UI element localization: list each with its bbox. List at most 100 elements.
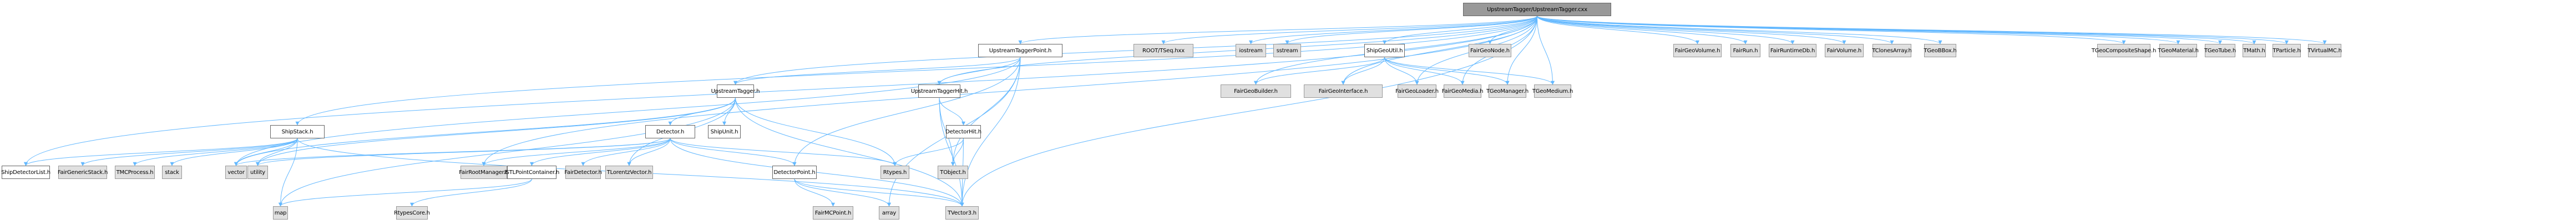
node-tclonesarray-h: TClonesArray.h: [1872, 44, 1912, 57]
node-fairmcpoint-h: FairMCPoint.h: [813, 206, 853, 220]
node-shipstack-h[interactable]: ShipStack.h: [270, 125, 325, 138]
edge-shipStack-to-utility: [256, 138, 298, 166]
edge-root-to-tGeoMaterial: [1537, 16, 2180, 44]
edge-upTagger-to-rtypes: [735, 97, 897, 166]
edge-detector-to-rtypes: [670, 138, 897, 166]
edge-shipStack-to-vector: [234, 138, 298, 166]
node-rtypes-h: Rtypes.h: [880, 166, 909, 179]
edge-detectorPoint-to-fairMCPoint: [794, 178, 835, 207]
node-shipunit-h[interactable]: ShipUnit.h: [708, 125, 741, 138]
edge-root-to-tGeoManager: [1505, 16, 1537, 85]
node-tgeocompositeshape-h: TGeoCompositeShape.h: [2092, 44, 2156, 57]
node-tmath-h: TMath.h: [2243, 44, 2266, 57]
node-fairgeoloader-h: FairGeoLoader.h: [1395, 84, 1439, 98]
node-tgeomedium-h: TGeoMedium.h: [1532, 84, 1573, 98]
edge-shipStack-to-fairGenStack: [80, 138, 298, 166]
edge-detector-to-detectorPoint: [670, 138, 797, 166]
edge-shipGeoUtil-to-fairGeoInterface: [1341, 57, 1385, 85]
node-tgeotube-h: TGeoTube.h: [2204, 44, 2236, 57]
edge-upTaggerHit-to-tVector3: [939, 97, 964, 207]
edge-detector-to-tLorentz: [627, 138, 671, 166]
edge-shipStack-to-tmcProcess: [133, 138, 298, 166]
node-tmcprocess-h: TMCProcess.h: [115, 166, 155, 179]
node-detectorhit-h[interactable]: DetectorHit.h: [945, 125, 981, 138]
edge-upTaggerPoint-to-tVector3: [960, 57, 1021, 207]
edge-root-to-fairVolume: [1537, 16, 1846, 44]
edge-root-to-tVirtualMC: [1537, 16, 2327, 44]
edge-root-to-upTaggerPoint: [1018, 16, 1537, 44]
node-fairrootmanager-h: FairRootManager.h: [459, 166, 509, 179]
node-detector-h[interactable]: Detector.h: [645, 125, 695, 138]
edge-upTagger-to-utility: [256, 97, 736, 166]
edge-upTaggerPoint-to-detectorPoint: [792, 57, 1021, 166]
edge-root-to-fairRuntimeDb: [1537, 16, 1795, 44]
edge-shipGeoUtil-to-fairGeoLoader: [1384, 57, 1419, 85]
node-upstreamtagger-h[interactable]: UpstreamTagger.h: [711, 84, 760, 98]
edge-detectorHit-to-tObject: [951, 138, 964, 166]
node-istlpointcontainer-h[interactable]: ISTLPointContainer.h: [504, 166, 559, 179]
edge-root-to-tGeoComposite: [1537, 16, 2126, 44]
edge-shipGeoUtil-to-tGeoMedium: [1384, 57, 1555, 85]
node-tparticle-h: TParticle.h: [2273, 44, 2301, 57]
node-tgeomaterial-h: TGeoMaterial.h: [2158, 44, 2199, 57]
edge-root-to-fairRun: [1537, 16, 1748, 44]
node-root-tseq-hxx: ROOT/TSeq.hxx: [1133, 44, 1193, 57]
edge-detectorPoint-to-tVector3: [794, 178, 964, 207]
node-fairgeovolume-h: FairGeoVolume.h: [1673, 44, 1722, 57]
edge-shipStack-to-stack: [170, 138, 298, 166]
node-tvirtualmc-h: TVirtualMC.h: [2307, 44, 2342, 57]
node-fairdetector-h: FairDetector.h: [564, 166, 602, 179]
edge-root-to-shipGeoUtil: [1383, 16, 1537, 44]
node-fairgeobuilder-h: FairGeoBuilder.h: [1221, 84, 1291, 98]
edge-root-to-tClonesArray: [1537, 16, 1894, 44]
edge-shipGeoUtil-to-fairGeoMedia: [1384, 57, 1465, 85]
edge-detector-to-utility: [256, 138, 671, 166]
edge-shipStack-to-shipDetList: [24, 138, 298, 166]
edge-detector-to-fairDetector: [581, 138, 671, 166]
node-iostream: iostream: [1236, 44, 1266, 57]
node-tlorentzvector-h: TLorentzVector.h: [605, 166, 653, 179]
edge-upTagger-to-tVector3: [735, 97, 964, 207]
node-fairgeonode-h: FairGeoNode.h: [1469, 44, 1511, 57]
edge-detector-to-fairRootMgr: [482, 138, 671, 166]
edge-shipGeoUtil-to-fairGeoBuilder: [1254, 57, 1385, 85]
node-upstreamtaggerhit-h[interactable]: UpstreamTaggerHit.h: [911, 84, 968, 98]
edge-root-to-iostream: [1249, 16, 1537, 44]
edge-root-to-tseq: [1161, 16, 1537, 44]
edge-root-to-tGeoMedium: [1537, 16, 1555, 85]
edge-upTagger-to-vector: [234, 97, 736, 166]
edge-shipStack-to-map: [279, 138, 298, 207]
node-vector: vector: [225, 166, 247, 179]
edge-upTagger-to-map: [279, 97, 736, 207]
node-utility: utility: [247, 166, 268, 179]
node-tgeobbox-h: TGeoBBox.h: [1924, 44, 1957, 57]
node-upstreamtaggerpoint-h[interactable]: UpstreamTaggerPoint.h: [978, 44, 1062, 57]
edge-istl-to-map: [279, 178, 532, 207]
node-tgeomanager-h: TGeoManager.h: [1486, 84, 1529, 98]
edge-istl-to-rtypesCore: [410, 178, 532, 207]
node-shipgeoutil-h[interactable]: ShipGeoUtil.h: [1364, 44, 1405, 57]
node-array: array: [879, 206, 899, 220]
edge-root-to-shipDetList: [24, 16, 1537, 166]
node-upstreamtagger-upstreamtagger-cxx[interactable]: UpstreamTagger/UpstreamTagger.cxx: [1463, 3, 1611, 16]
edge-detector-to-istl: [530, 138, 671, 166]
node-stack: stack: [162, 166, 182, 179]
edge-root-to-sstream: [1285, 16, 1537, 44]
edge-upTaggerHit-to-detectorHit: [939, 97, 965, 126]
node-sstream: sstream: [1273, 44, 1301, 57]
edge-root-to-tGeoBBox: [1537, 16, 1942, 44]
edge-root-to-tParticle: [1537, 16, 2289, 44]
node-fairgenericstack-h: FairGenericStack.h: [58, 166, 108, 179]
node-detectorpoint-h[interactable]: DetectorPoint.h: [772, 166, 817, 179]
edge-detectorPoint-to-array: [794, 178, 891, 207]
node-shipdetectorlist-h[interactable]: ShipDetectorList.h: [1, 166, 50, 179]
edges-layer: [24, 16, 2327, 207]
edge-shipGeoUtil-to-tGeoManager: [1384, 57, 1510, 85]
edge-root-to-shipStack: [295, 16, 1537, 126]
node-fairvolume-h: FairVolume.h: [1825, 44, 1864, 57]
node-map: map: [273, 206, 288, 220]
node-fairruntimedb-h: FairRuntimeDb.h: [1769, 44, 1816, 57]
node-tobject-h: TObject.h: [938, 166, 968, 179]
edge-upTaggerPoint-to-upTaggerHit: [937, 57, 1021, 85]
